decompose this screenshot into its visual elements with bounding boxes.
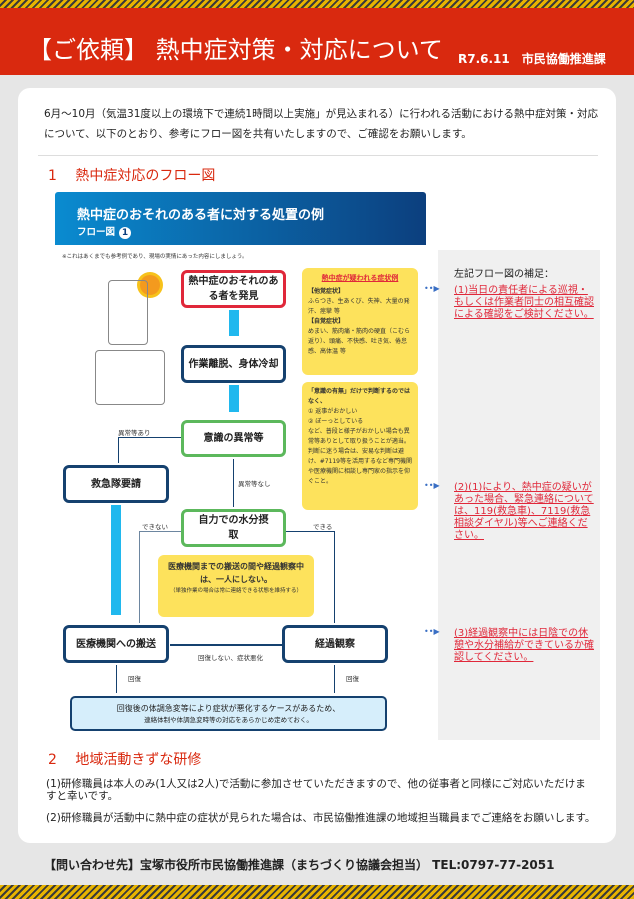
connector xyxy=(170,644,282,646)
supplement-item: (3)経過観察中には日陰での休憩や水分補給ができているか確認してください。 xyxy=(454,628,594,663)
flow-number: 1 xyxy=(119,227,132,239)
callout-subhead: 「意識の有無」だけで判断するのではなく、 xyxy=(308,388,411,405)
intro-text: 6月～10月（気温31度以上の環境下で連続1時間以上実施」が見込まれる）に行われ… xyxy=(44,108,599,140)
label-not-recover: 回復しない、症状悪化 xyxy=(198,654,263,662)
header-date-dept: R7.6.11 市民協働推進課 xyxy=(458,52,606,66)
section1-heading: 1 熱中症対応のフロー図 xyxy=(48,168,216,184)
connector xyxy=(118,437,119,463)
box-water: 自力での水分摂取 xyxy=(181,509,286,547)
top-stripe xyxy=(0,0,634,8)
arrow-icon: ••▶ xyxy=(424,627,440,636)
supplement-item: (2)(1)により、熱中症の疑いがあった場合、緊急連絡については、119(救急車… xyxy=(454,482,594,541)
section2-paragraph: (1)研修職員は本人のみ(1人又は2人)で活動に参加させていただきますので、他の… xyxy=(46,778,586,802)
connector xyxy=(139,531,181,532)
box-consciousness: 意識の異常等 xyxy=(181,420,286,457)
bottom-stripe xyxy=(0,885,634,899)
box-ambulance: 救急隊要請 xyxy=(63,465,169,503)
box-cool: 作業離脱、身体冷却 xyxy=(181,345,286,383)
connector xyxy=(139,531,140,623)
box-transport: 医療機関への搬送 xyxy=(63,625,169,663)
callout-not-alone: 医療機関までの搬送の間や経過観察中は、一人にしない。 （単独作業の場合は常に連絡… xyxy=(158,555,314,617)
label-normal: 異常等なし xyxy=(238,480,271,488)
flow-arrow xyxy=(111,505,121,615)
flow-arrow xyxy=(229,385,239,412)
bottom-note-line: 連絡体制や体調急変時等の対応をあらかじめ定めておく。 xyxy=(144,716,313,724)
callout-symptoms: 熱中症が疑われる症状例 【他覚症状】 ふらつき、生あくび、失神、大量の発汗、痙攣… xyxy=(302,268,418,375)
callout-text: ふらつき、生あくび、失神、大量の発汗、痙攣 等 xyxy=(308,298,410,315)
page-title: 【ご依頼】 熱中症対策・対応について xyxy=(28,36,443,64)
callout-subhead: 【他覚症状】 xyxy=(308,288,345,295)
callout-title: 熱中症が疑われる症状例 xyxy=(321,274,399,282)
flow-title: 熱中症のおそれのある者に対する処置の例 xyxy=(77,208,325,223)
label-recover: 回復 xyxy=(346,675,359,683)
label-recover: 回復 xyxy=(128,675,141,683)
section2-paragraph: (2)研修職員が活動中に熱中症の症状が見られた場合は、市民協働推進課の地域担当職… xyxy=(46,812,596,824)
arrow-icon: ••▶ xyxy=(424,284,440,293)
callout-text: （単独作業の場合は常に連絡できる状態を維持する） xyxy=(170,588,302,594)
callout-text: めまい、筋肉痛・筋肉の硬直（こむら返り）、頭痛、不快感、吐き気、倦怠感、高体温 … xyxy=(308,328,411,355)
flow-note: ※これはあくまでも参考例であり、現場の実情にあった内容にしましょう。 xyxy=(62,254,248,260)
callout-text: など、普段と様子がおかしい場合も異常等ありとして取り扱うことが適当。 xyxy=(308,428,410,445)
header: 【ご依頼】 熱中症対策・対応について R7.6.11 市民協働推進課 xyxy=(0,8,634,75)
worker-illustration xyxy=(108,280,148,345)
connector xyxy=(233,459,234,507)
supplement-panel xyxy=(438,250,600,740)
supplement-title: 左記フロー図の補足： xyxy=(454,269,554,280)
contact-footer: 【問い合わせ先】宝塚市役所市民協働推進課（まちづくり協議会担当） TEL:079… xyxy=(44,858,555,872)
connector xyxy=(286,531,334,532)
flow-arrow xyxy=(229,310,239,336)
callout-text: 判断に迷う場合は、安易な判断は避け、#7119等を活用するなど専門機関や医療機関… xyxy=(308,448,412,485)
connector xyxy=(118,437,181,438)
supplement-item: (1)当日の責任者による巡視・もしくは作業者同士の相互確認による確認をご検討くだ… xyxy=(454,285,594,320)
divider xyxy=(38,155,598,156)
callout-consciousness: 「意識の有無」だけで判断するのではなく、 ① 返事がおかしい ② ぼーっとしてい… xyxy=(302,382,418,510)
connector xyxy=(334,531,335,623)
box-discover: 熱中症のおそれのある者を発見 xyxy=(181,270,286,308)
connector xyxy=(116,665,117,693)
label-can: できる xyxy=(313,523,333,531)
bottom-note-box: 回復後の体調急変等により症状が悪化するケースがあるため、 連絡体制や体調急変時等… xyxy=(70,696,387,731)
callout-text: ① 返事がおかしい xyxy=(308,408,358,415)
arrow-icon: ••▶ xyxy=(424,481,440,490)
bottom-note-line: 回復後の体調急変等により症状が悪化するケースがあるため、 xyxy=(116,704,341,713)
section2-heading: 2 地域活動きずな研修 xyxy=(48,752,202,768)
callout-text: ② ぼーっとしている xyxy=(308,418,364,425)
flow-subtitle: フロー図 xyxy=(77,227,116,238)
connector xyxy=(334,665,335,693)
cooling-illustration xyxy=(95,350,165,405)
callout-subhead: 医療機関までの搬送の間や経過観察中は、一人にしない。 xyxy=(168,562,304,584)
label-abnormal: 異常等あり xyxy=(118,429,151,437)
callout-subhead: 【自覚症状】 xyxy=(308,318,345,325)
label-cannot: できない xyxy=(142,523,168,531)
box-observe: 経過観察 xyxy=(282,625,388,663)
